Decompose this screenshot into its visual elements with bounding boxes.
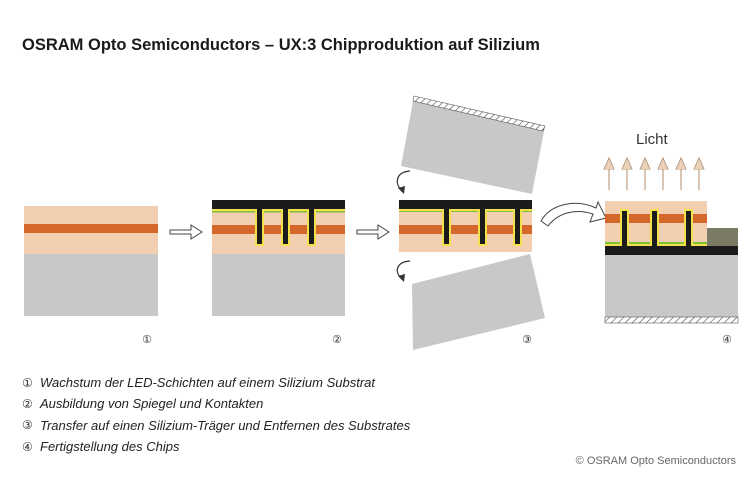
step-legend: ① Wachstum der LED-Schichten auf einem Si… bbox=[22, 372, 410, 457]
mirror-layer bbox=[212, 209, 345, 211]
process-arrow-icon bbox=[169, 224, 203, 240]
flip-arrow-icon bbox=[540, 200, 607, 227]
light-label: Licht bbox=[636, 131, 669, 148]
step-1-wafer bbox=[24, 206, 158, 316]
step-2-number: ② bbox=[332, 333, 342, 346]
legend-number: ② bbox=[22, 396, 33, 411]
legend-item: ① Wachstum der LED-Schichten auf einem Si… bbox=[22, 372, 410, 393]
step-3-number: ③ bbox=[522, 333, 532, 346]
rotate-arrow-head-icon bbox=[398, 186, 405, 194]
contact-vias bbox=[442, 209, 522, 246]
process-arrow-icon bbox=[356, 224, 390, 240]
legend-item: ③ Transfer auf einen Silizium-Träger und … bbox=[22, 415, 410, 436]
legend-text: Fertigstellung des Chips bbox=[40, 439, 180, 455]
metal-layer bbox=[212, 200, 345, 209]
step-1-number: ① bbox=[142, 333, 152, 346]
legend-number: ④ bbox=[22, 439, 33, 454]
step-3-carrier-top bbox=[401, 95, 546, 194]
silicon-substrate bbox=[212, 254, 345, 316]
legend-item: ② Ausbildung von Spiegel und Kontakten bbox=[22, 393, 410, 414]
contact-vias bbox=[255, 209, 316, 246]
step-4-chip bbox=[604, 201, 739, 324]
step-3-wafer bbox=[399, 200, 532, 252]
step-4-number: ④ bbox=[722, 333, 732, 346]
mirror-layer-green bbox=[212, 211, 345, 213]
legend-number: ③ bbox=[22, 418, 33, 433]
page-title: OSRAM Opto Semiconductors – UX:3 Chippro… bbox=[22, 36, 540, 54]
step-2-wafer bbox=[212, 200, 345, 316]
carrier-base bbox=[604, 316, 739, 324]
contact-vias bbox=[620, 209, 693, 246]
step-3-substrate-removed bbox=[412, 254, 545, 350]
silicon-substrate bbox=[24, 254, 158, 316]
legend-text: Transfer auf einen Silizium-Träger und E… bbox=[40, 417, 411, 433]
active-layer bbox=[24, 224, 158, 233]
active-layer bbox=[399, 225, 532, 234]
legend-item: ④ Fertigstellung des Chips bbox=[22, 436, 410, 457]
active-layer bbox=[212, 225, 345, 234]
legend-number: ① bbox=[22, 375, 33, 390]
rotate-arrow-head-icon bbox=[398, 274, 405, 282]
mirror-layer-green bbox=[399, 211, 532, 213]
legend-text: Wachstum der LED-Schichten auf einem Sil… bbox=[40, 375, 376, 391]
copyright-notice: © OSRAM Opto Semiconductors bbox=[575, 455, 736, 467]
silicon-carrier bbox=[605, 255, 738, 317]
contact-pad bbox=[707, 228, 738, 246]
light-arrows bbox=[609, 163, 699, 190]
metal-layer bbox=[399, 200, 532, 209]
mirror-layer bbox=[399, 209, 532, 211]
legend-text: Ausbildung von Spiegel und Kontakten bbox=[40, 396, 264, 412]
metal-layer bbox=[605, 246, 738, 255]
